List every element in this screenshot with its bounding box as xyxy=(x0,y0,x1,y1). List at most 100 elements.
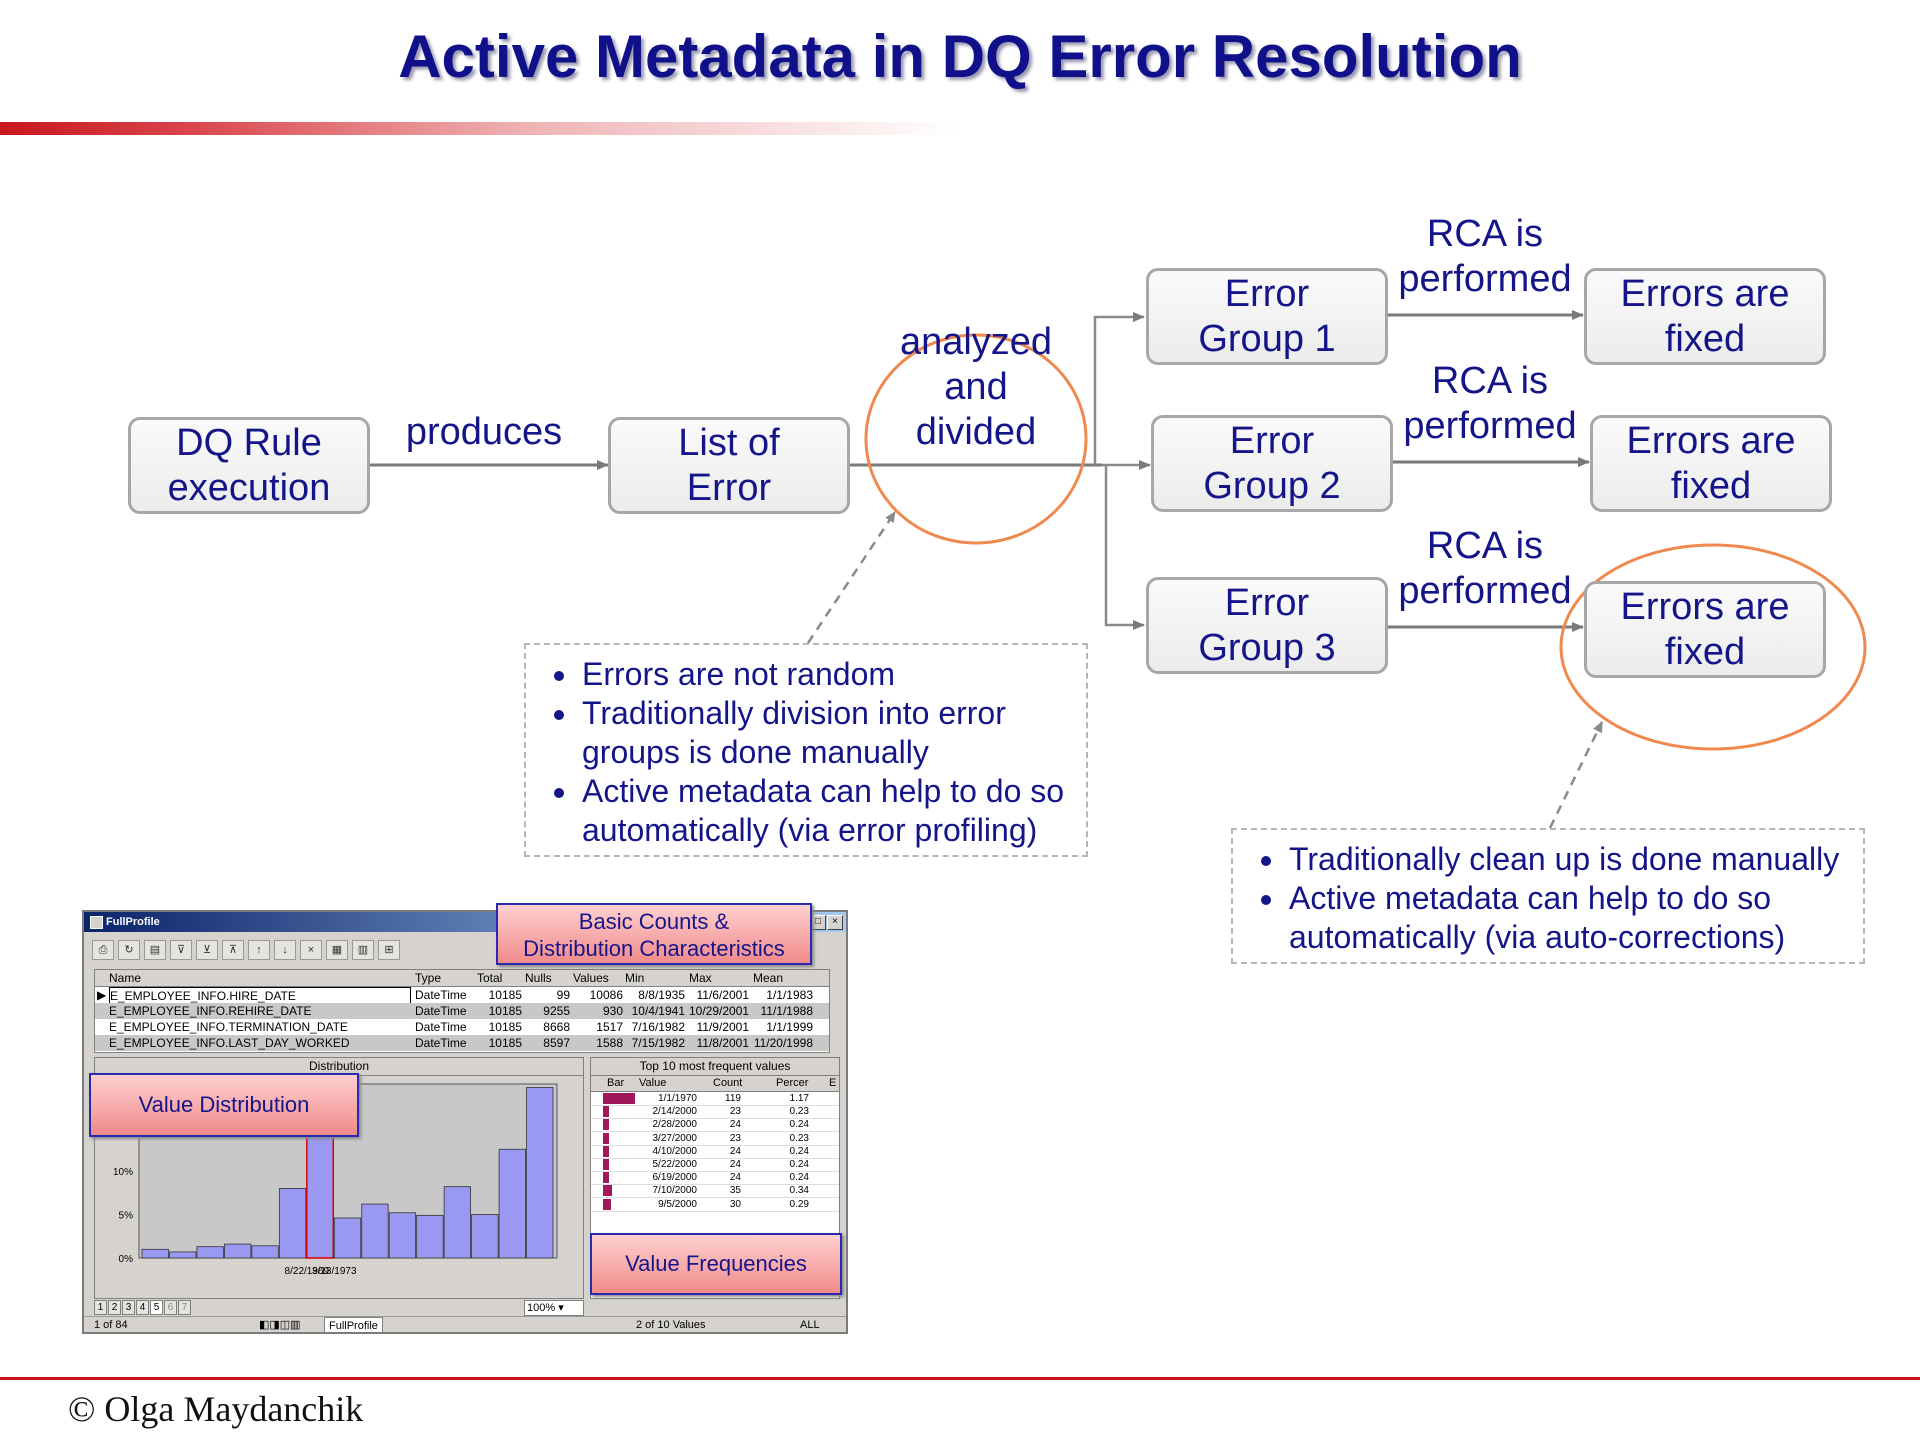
frequency-bar xyxy=(603,1145,610,1157)
percent-cell: 1.17 xyxy=(789,1093,809,1104)
col-header[interactable]: Nulls xyxy=(525,971,552,985)
y-tick-label: 0% xyxy=(119,1254,134,1265)
page-title: Active Metadata in DQ Error Resolution xyxy=(398,23,1522,90)
histogram-bar[interactable] xyxy=(416,1214,444,1259)
col-header[interactable]: Mean xyxy=(753,971,784,985)
percent-cell: 0.24 xyxy=(789,1119,809,1131)
note-bullet: Active metadata can help to do so automa… xyxy=(1287,879,1847,957)
label-produces: produces xyxy=(405,411,563,453)
count-cell: 24 xyxy=(729,1172,741,1184)
table-row[interactable]: E_EMPLOYEE_INFO.REHIRE_DATE DateTime 101… xyxy=(95,1003,829,1019)
percent-cell: 0.23 xyxy=(789,1106,809,1118)
grid-view-icon[interactable]: ▦ xyxy=(326,940,348,960)
window-title: FullProfile xyxy=(106,916,160,928)
col-header[interactable]: Type xyxy=(415,971,442,985)
histogram-bar[interactable] xyxy=(278,1188,307,1259)
col-header[interactable]: Values xyxy=(573,971,609,985)
value-cell: 3/27/2000 xyxy=(652,1132,698,1144)
properties-icon[interactable]: ▤ xyxy=(144,940,166,960)
dashed-pointer-left xyxy=(806,511,897,644)
page-tab[interactable]: 2 xyxy=(108,1300,121,1315)
frequency-bar xyxy=(603,1159,610,1170)
status-right: ALL xyxy=(800,1319,820,1331)
table-row[interactable]: ▶ E_EMPLOYEE_INFO.HIRE_DATE DateTime 101… xyxy=(97,987,813,1005)
value-cell: 4/10/2000 xyxy=(652,1145,698,1157)
sort-desc-icon[interactable]: ↓ xyxy=(274,940,296,960)
table-row[interactable]: E_EMPLOYEE_INFO.TERMINATION_DATE DateTim… xyxy=(109,1020,813,1034)
col-header[interactable]: Max xyxy=(689,971,712,985)
chart-view-icon[interactable]: ▥ xyxy=(352,940,374,960)
sheet-nav-icons[interactable]: ◧◨◫▥ xyxy=(259,1319,301,1331)
page-tab[interactable]: 5 xyxy=(150,1300,163,1315)
refresh-icon[interactable]: ↻ xyxy=(118,940,140,960)
frequency-bar xyxy=(603,1132,610,1144)
page-tab[interactable]: 4 xyxy=(136,1300,149,1315)
histogram-bar[interactable] xyxy=(498,1148,526,1259)
close-button[interactable]: × xyxy=(827,915,843,930)
zoom-select[interactable]: 100% ▾ xyxy=(524,1300,584,1316)
page-tab[interactable]: 6 xyxy=(164,1300,177,1315)
histogram-bar[interactable] xyxy=(251,1245,279,1259)
frequency-bar xyxy=(603,1172,610,1184)
sort-asc-icon[interactable]: ↑ xyxy=(248,940,270,960)
frequency-bar xyxy=(603,1119,610,1131)
sort-clear-icon[interactable]: × xyxy=(300,940,322,960)
col-header[interactable]: Min xyxy=(625,971,645,985)
histogram-bar[interactable] xyxy=(169,1251,197,1259)
filter-icon[interactable]: ⊽ xyxy=(170,940,192,960)
print-icon[interactable]: ⎙ xyxy=(92,940,114,960)
histogram-bar[interactable] xyxy=(443,1186,471,1259)
drilldown-icon[interactable]: ⊞ xyxy=(378,940,400,960)
col-header[interactable]: Name xyxy=(109,971,142,985)
percent-cell: 0.24 xyxy=(789,1172,809,1184)
histogram-bar[interactable] xyxy=(306,1126,335,1259)
callout-value-frequencies: Value Frequencies xyxy=(590,1233,842,1295)
callout-value-distribution: Value Distribution xyxy=(89,1073,359,1137)
status-bar: 1 of 84 ◧◨◫▥ FullProfile 2 of 10 Values … xyxy=(84,1316,846,1332)
frequency-bar xyxy=(603,1093,635,1104)
value-cell: 5/22/2000 xyxy=(652,1159,698,1170)
maximize-button[interactable]: □ xyxy=(810,915,826,930)
histogram-bar[interactable] xyxy=(196,1246,224,1259)
value-cell: 2/14/2000 xyxy=(652,1106,698,1118)
x-tick-label: 3/13/1973 xyxy=(312,1266,357,1277)
histogram-bar[interactable] xyxy=(141,1248,169,1259)
histogram-bar[interactable] xyxy=(388,1212,417,1259)
footer-rule xyxy=(0,1377,1920,1380)
list-item[interactable]: 6/19/2000 24 0.24 xyxy=(591,1171,839,1186)
percent-cell: 0.24 xyxy=(789,1159,809,1170)
histogram-bar[interactable] xyxy=(333,1217,362,1259)
histogram-bar[interactable] xyxy=(361,1203,389,1259)
dashed-pointer-right xyxy=(1548,721,1604,829)
value-cell: 6/19/2000 xyxy=(652,1172,698,1184)
col-header[interactable]: Total xyxy=(477,971,503,985)
page-tab[interactable]: 3 xyxy=(122,1300,135,1315)
histogram-bar[interactable] xyxy=(223,1243,252,1259)
histogram-bar[interactable] xyxy=(526,1087,554,1259)
page-tab[interactable]: 1 xyxy=(94,1300,107,1315)
page-tab[interactable]: 7 xyxy=(178,1300,191,1315)
percent-cell: 0.29 xyxy=(789,1198,809,1210)
sheet-tab[interactable]: FullProfile xyxy=(324,1317,383,1332)
filter-clear-icon[interactable]: ⊼ xyxy=(222,940,244,960)
table-row[interactable]: E_EMPLOYEE_INFO.LAST_DAY_WORKED DateTime… xyxy=(95,1035,829,1051)
filter-edit-icon[interactable]: ⊻ xyxy=(196,940,218,960)
note-bullet: Errors are not random xyxy=(580,655,1070,694)
y-tick-label: 10% xyxy=(113,1167,133,1178)
histogram-bar[interactable] xyxy=(471,1214,499,1259)
